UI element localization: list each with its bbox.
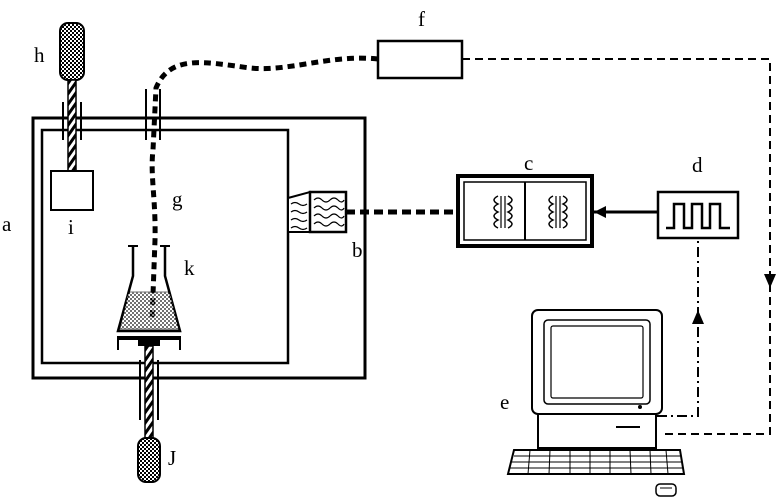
transformer-c [456, 174, 594, 248]
label-g: g [172, 187, 183, 211]
optical-fiber-g [149, 55, 379, 323]
flask-k [116, 245, 182, 333]
transducer-b [287, 190, 348, 234]
upper-rod-assembly [50, 22, 94, 211]
label-k: k [184, 256, 195, 280]
label-i: i [68, 215, 74, 239]
fiber-port [145, 89, 161, 140]
computer-e [506, 309, 686, 497]
label-a: a [2, 212, 12, 236]
lower-rod-assembly [117, 336, 181, 483]
label-d: d [692, 153, 703, 177]
link-f-e [462, 58, 776, 435]
label-e: e [500, 390, 509, 414]
label-h: h [34, 43, 45, 67]
device-f [376, 39, 464, 80]
pulse-generator-d [656, 190, 740, 240]
label-j: J [168, 446, 176, 470]
label-b: b [352, 238, 363, 262]
chamber-a [31, 116, 367, 380]
signal-line-d-c [592, 206, 658, 218]
label-c: c [524, 151, 533, 175]
label-f: f [418, 7, 425, 31]
link-e-d [657, 238, 704, 417]
